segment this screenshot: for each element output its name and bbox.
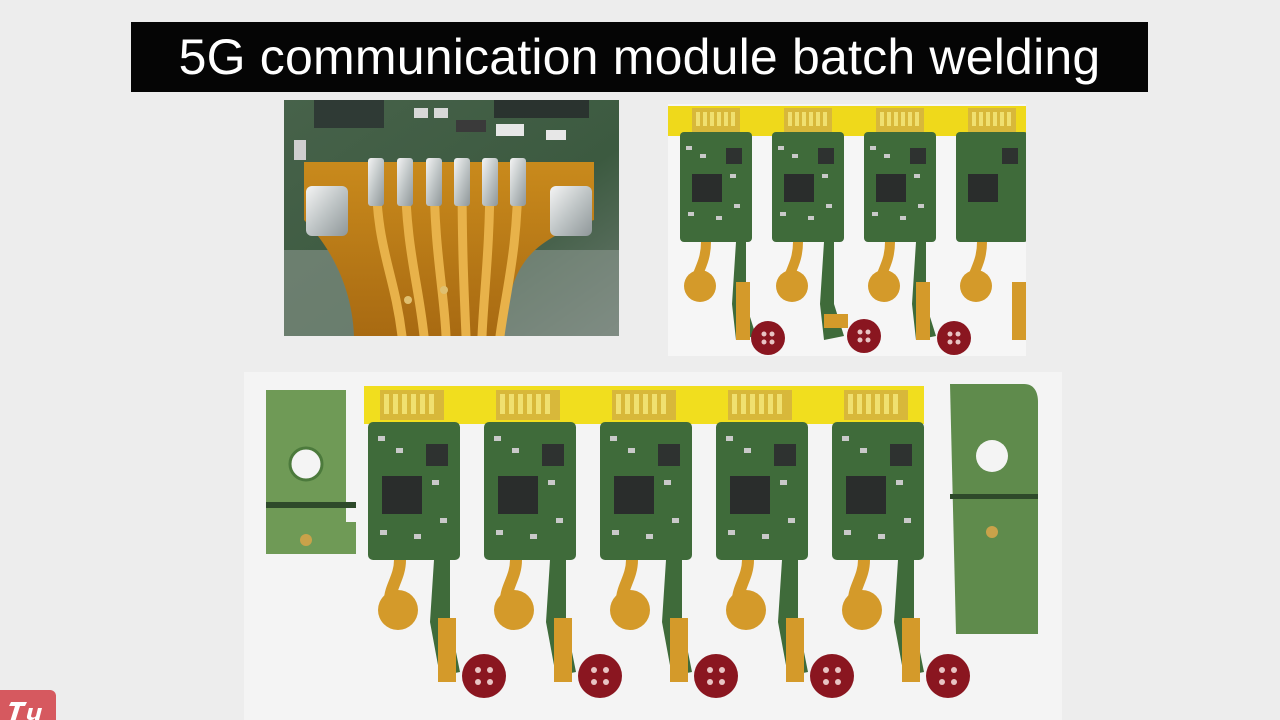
closeup-photo-image [284, 100, 619, 336]
title-banner: 5G communication module batch welding [131, 22, 1148, 92]
title-text: 5G communication module batch welding [178, 29, 1101, 85]
module-strip-top-image [668, 104, 1026, 356]
logo-mark-glyph [9, 702, 42, 720]
logo-mark-icon [0, 690, 56, 720]
module-strip-top-photo [668, 104, 1026, 356]
module-strip-bottom-image [244, 372, 1062, 720]
module-strip-bottom-photo [244, 372, 1062, 720]
closeup-photo [284, 100, 619, 336]
